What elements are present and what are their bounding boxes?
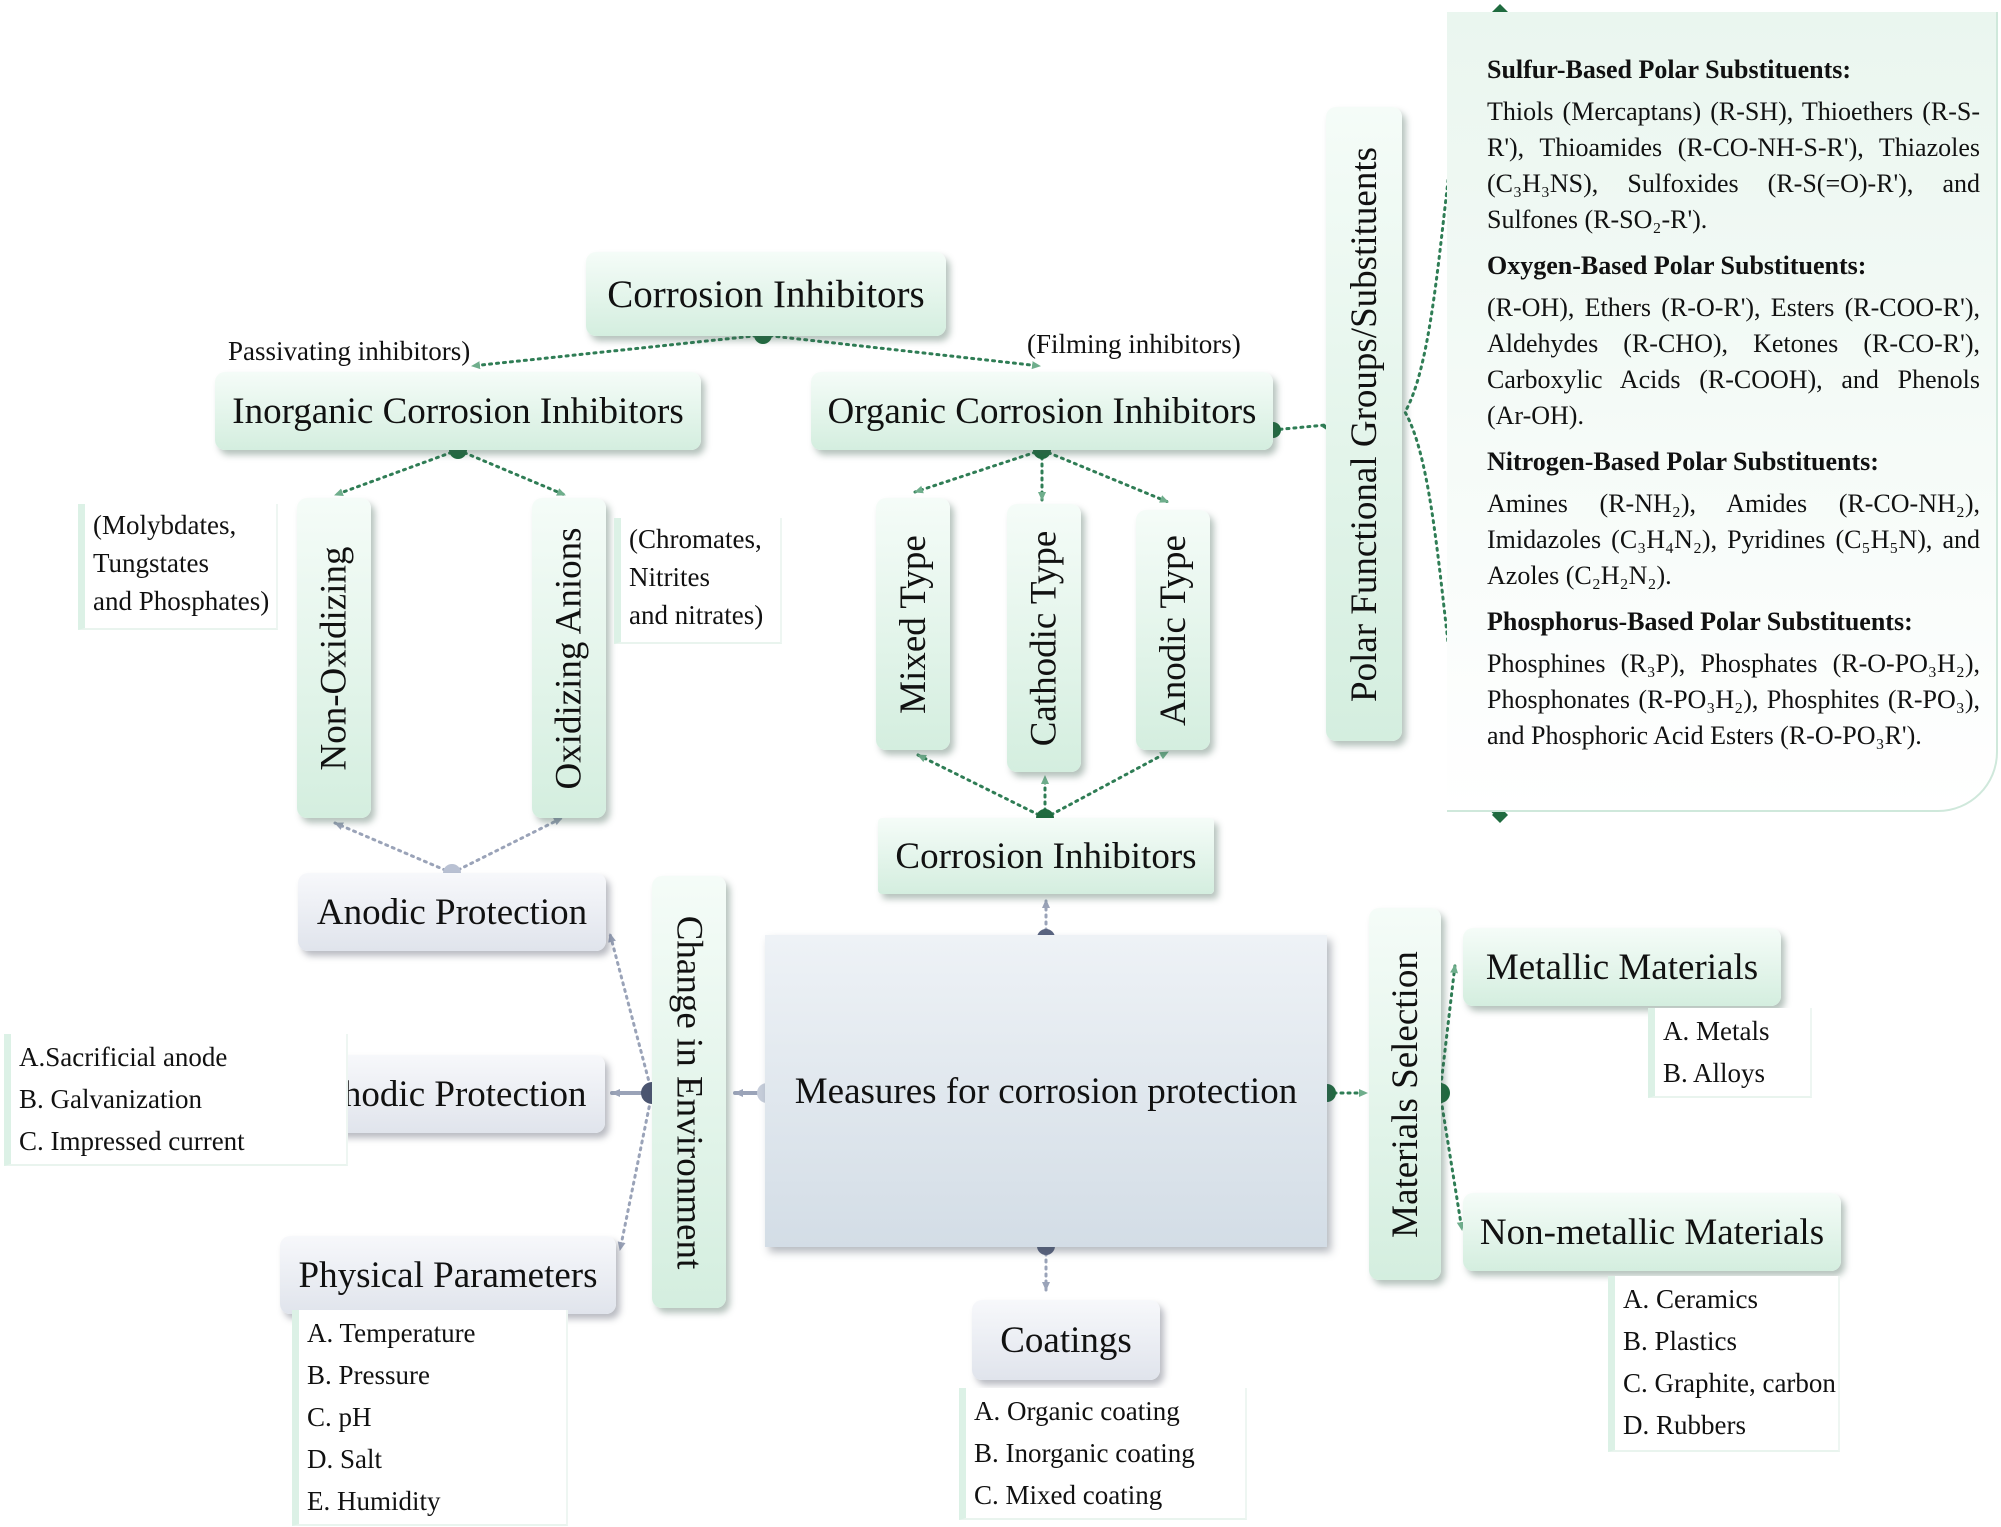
oxidizing-anions-node: Oxidizing Anions <box>532 498 606 818</box>
example-item: Tungstates <box>93 548 210 578</box>
substituent-heading: Oxygen-Based Polar Substituents: <box>1487 251 1867 280</box>
coatings-node: Coatings <box>972 1300 1160 1380</box>
list-item: B. Inorganic coating <box>974 1438 1195 1468</box>
list-item: A. Organic coating <box>974 1396 1180 1426</box>
substituent-heading: Sulfur-Based Polar Substituents: <box>1487 55 1852 84</box>
connector-anodic-ox <box>450 816 564 875</box>
oxidizing-examples: (Chromates, Nitrites and nitrates) <box>614 518 782 644</box>
substituents-panel: Sulfur-Based Polar Substituents: Thiols … <box>1447 12 1998 812</box>
example-item: (Chromates, <box>629 524 762 554</box>
list-item: A. Temperature <box>307 1318 476 1348</box>
corrosion-inhibitors-top-node: Corrosion Inhibitors <box>586 252 946 336</box>
connector-top-organic <box>761 333 1042 370</box>
physical-parameters-node: Physical Parameters <box>280 1236 616 1314</box>
example-item: Nitrites <box>629 562 710 592</box>
connector-organic-mixed <box>913 448 1044 494</box>
list-item: C. Mixed coating <box>974 1480 1163 1510</box>
oxidizing-anions-label: Oxidizing Anions <box>548 526 590 790</box>
connector-mid-mixed <box>916 753 1047 820</box>
list-item: B. Galvanization <box>19 1084 202 1114</box>
connector-inorganic-nonox <box>333 448 460 497</box>
non-oxidizing-label: Non-Oxidizing <box>313 545 355 771</box>
connector-materials-metallic <box>1438 963 1459 1095</box>
coatings-list: A. Organic coating B. Inorganic coating … <box>959 1388 1247 1520</box>
metallic-list: A. Metals B. Alloys <box>1648 1008 1812 1098</box>
list-item: A. Metals <box>1663 1016 1770 1046</box>
change-in-environment-node: Change in Environment <box>652 876 726 1308</box>
substituent-heading: Nitrogen-Based Polar Substituents: <box>1487 447 1879 476</box>
list-item: A.Sacrificial anode <box>19 1042 228 1072</box>
list-item: B. Pressure <box>307 1360 430 1390</box>
mixed-type-node: Mixed Type <box>876 498 950 750</box>
filming-label: (Filming inhibitors) <box>1027 329 1241 359</box>
example-item: and nitrates) <box>629 600 764 630</box>
substituent-text: Phosphines (R₃P), Phosphates (R-O-PO₃H₂)… <box>1487 649 1980 750</box>
cathodic-methods-list: A.Sacrificial anode B. Galvanization C. … <box>4 1034 348 1166</box>
connector-top-inorganic <box>470 333 765 370</box>
polar-groups-node: Polar Functional Groups/Substituents <box>1326 107 1402 741</box>
cathodic-type-node: Cathodic Type <box>1007 504 1081 772</box>
connector-anodic-nonox <box>333 821 454 875</box>
physical-parameters-list: A. Temperature B. Pressure C. pH D. Salt… <box>292 1310 568 1526</box>
connector-env-anodic <box>608 932 654 1095</box>
non-oxidizing-examples: (Molybdates, Tungstates and Phosphates) <box>78 504 278 630</box>
substituent-text: Thiols (Mercaptans) (R-SH), Thioethers (… <box>1487 97 1980 234</box>
mixed-type-label: Mixed Type <box>892 534 934 714</box>
list-item: C. pH <box>307 1402 372 1432</box>
substituent-text: (R-OH), Ethers (R-O-R'), Esters (R-COO-R… <box>1487 293 1980 430</box>
list-item: B. Alloys <box>1663 1058 1766 1088</box>
connector-materials-nonmetallic <box>1438 1091 1465 1232</box>
anodic-protection-node: Anodic Protection <box>298 873 606 951</box>
corrosion-inhibitors-mid-node: Corrosion Inhibitors <box>878 818 1214 894</box>
non-metallic-list: A. Ceramics B. Plastics C. Graphite, car… <box>1608 1276 1840 1452</box>
non-metallic-materials-node: Non-metallic Materials <box>1463 1193 1841 1271</box>
substituent-text: Amines (R-NH₂), Amides (R-CO-NH₂), Imida… <box>1487 489 1980 590</box>
connector-env-physical <box>617 1091 654 1252</box>
cathodic-type-label: Cathodic Type <box>1023 530 1065 746</box>
list-item: B. Plastics <box>1623 1326 1738 1356</box>
list-item: D. Rubbers <box>1623 1410 1746 1440</box>
list-item: C. Graphite, carbon <box>1623 1368 1836 1398</box>
list-item: A. Ceramics <box>1623 1284 1758 1314</box>
list-item: C. Impressed current <box>19 1126 245 1156</box>
connector-inorganic-ox <box>456 448 567 497</box>
example-item: and Phosphates) <box>93 586 270 616</box>
list-item: E. Humidity <box>307 1486 441 1516</box>
polar-groups-label: Polar Functional Groups/Substituents <box>1343 146 1385 702</box>
passivating-label: Passivating inhibitors) <box>228 336 471 366</box>
non-oxidizing-node: Non-Oxidizing <box>297 498 371 818</box>
example-item: (Molybdates, <box>93 510 237 540</box>
connector-mid-anodic <box>1043 750 1170 820</box>
change-in-environment-label: Change in Environment <box>668 915 710 1269</box>
materials-selection-node: Materials Selection <box>1369 908 1441 1280</box>
metallic-materials-node: Metallic Materials <box>1463 928 1781 1006</box>
anodic-type-node: Anodic Type <box>1136 510 1210 750</box>
organic-inhibitors-node: Organic Corrosion Inhibitors <box>811 372 1273 450</box>
substituent-heading: Phosphorus-Based Polar Substituents: <box>1487 607 1913 636</box>
materials-selection-label: Materials Selection <box>1384 950 1426 1238</box>
inorganic-inhibitors-node: Inorganic Corrosion Inhibitors <box>215 372 701 450</box>
center-node: Measures for corrosion protection <box>765 935 1327 1247</box>
anodic-type-label: Anodic Type <box>1152 534 1194 726</box>
connector-organic-anodic <box>1040 448 1170 504</box>
list-item: D. Salt <box>307 1444 383 1474</box>
